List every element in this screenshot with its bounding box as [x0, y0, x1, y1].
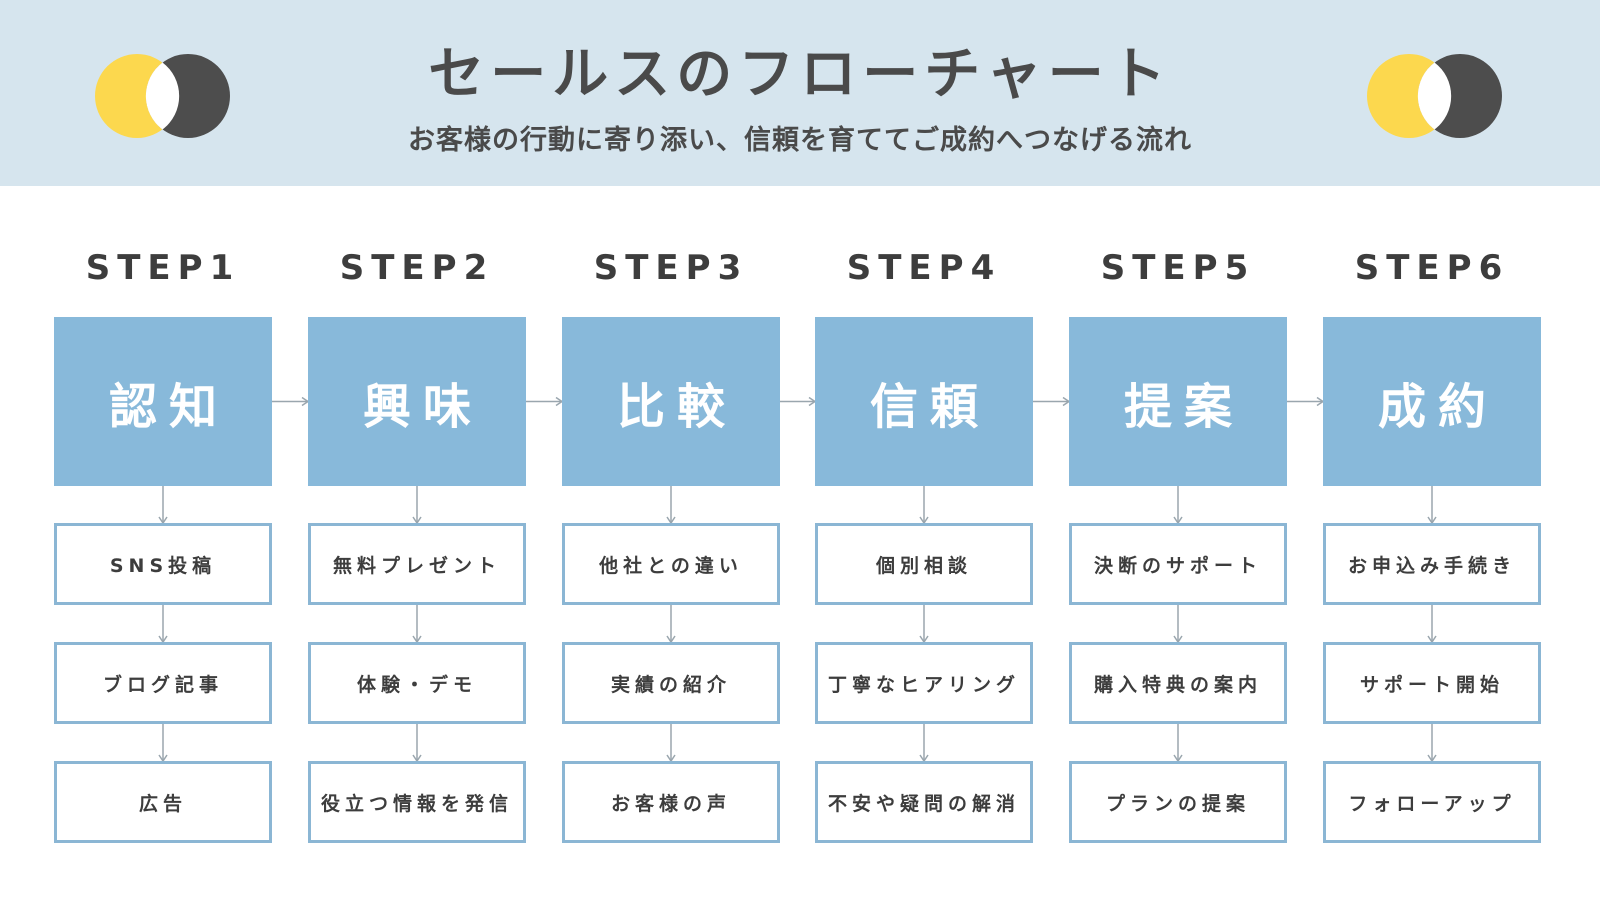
step-label: STEP1: [85, 248, 241, 288]
step-item: 他社との違い: [562, 523, 780, 605]
step-item: お申込み手続き: [1323, 523, 1541, 605]
step-item: 決断のサポート: [1069, 523, 1287, 605]
step-item: 不安や疑問の解消: [815, 761, 1033, 843]
step-item: フォローアップ: [1323, 761, 1541, 843]
overlapping-circles-icon: [95, 54, 230, 138]
step-item: 丁寧なヒアリング: [815, 642, 1033, 724]
step-item: 役立つ情報を発信: [308, 761, 526, 843]
step-item: 無料プレゼント: [308, 523, 526, 605]
step-label: STEP3: [593, 248, 749, 288]
step-label: STEP5: [1100, 248, 1256, 288]
stage-box-interest: 興味: [308, 317, 526, 486]
step-label: STEP2: [339, 248, 495, 288]
stage-box-proposal: 提案: [1069, 317, 1287, 486]
step-item: サポート開始: [1323, 642, 1541, 724]
page-subtitle: お客様の行動に寄り添い、信頼を育ててご成約へつなげる流れ: [408, 125, 1192, 156]
step-label: STEP4: [846, 248, 1002, 288]
step-item: プランの提案: [1069, 761, 1287, 843]
page-title: セールスのフローチャート: [428, 42, 1172, 107]
step-item: 実績の紹介: [562, 642, 780, 724]
stage-box-contract: 成約: [1323, 317, 1541, 486]
step-item: 購入特典の案内: [1069, 642, 1287, 724]
header-banner: セールスのフローチャート お客様の行動に寄り添い、信頼を育ててご成約へつなげる流…: [0, 0, 1600, 186]
stage-box-trust: 信頼: [815, 317, 1033, 486]
step-label: STEP6: [1354, 248, 1510, 288]
stage-box-awareness: 認知: [54, 317, 272, 486]
step-item: 体験・デモ: [308, 642, 526, 724]
step-item: 個別相談: [815, 523, 1033, 605]
step-item: SNS投稿: [54, 523, 272, 605]
step-item: 広告: [54, 761, 272, 843]
overlapping-circles-icon: [1367, 54, 1502, 138]
stage-box-comparison: 比較: [562, 317, 780, 486]
step-item: お客様の声: [562, 761, 780, 843]
step-item: ブログ記事: [54, 642, 272, 724]
